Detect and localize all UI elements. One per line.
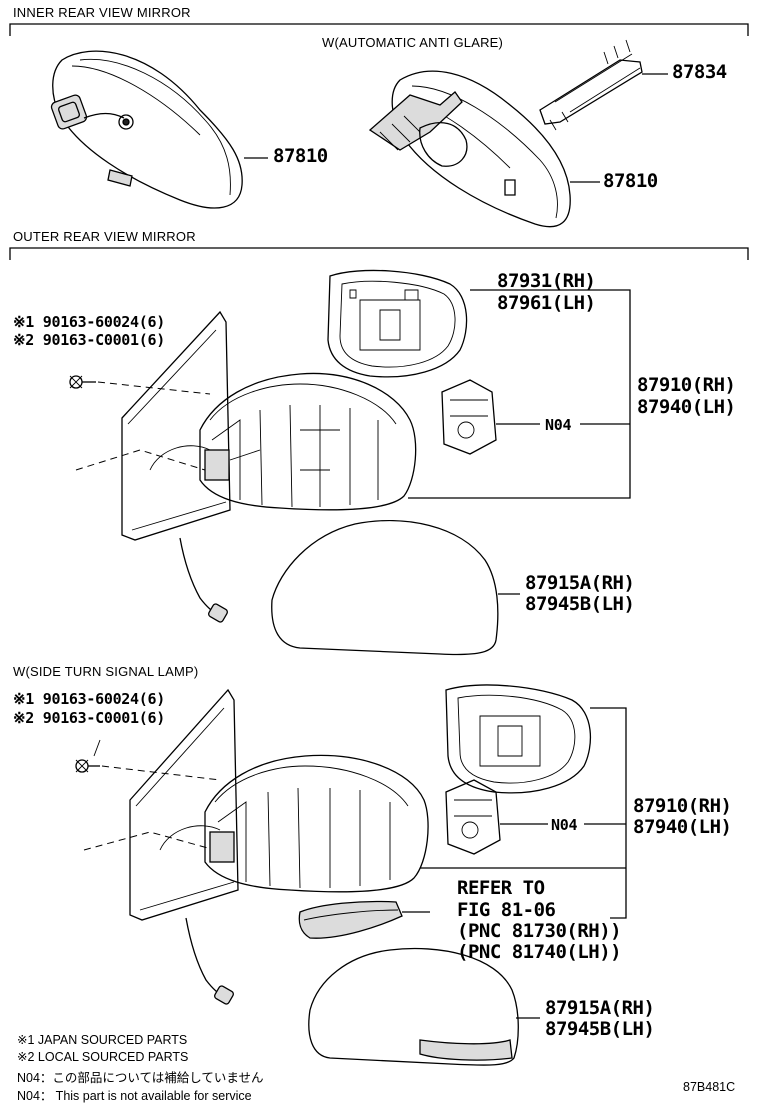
figure-code: 87B481C [683,1080,736,1094]
turn-base-drawing [129,688,239,1005]
footnote-local-sourced: ※2 LOCAL SOURCED PARTS [17,1050,189,1064]
turn-motor-drawing [445,779,501,855]
leader-bolt-2-dash [101,765,221,781]
turn-bolt-2-number: ※2 90163-C0001(6) [13,709,165,727]
turn-part-cover-rh: 87915A(RH) [545,997,655,1019]
part-glass-lh: 87961(LH) [497,292,596,314]
outer-glass-1-drawing [327,269,468,378]
turn-part-cover-lh: 87945B(LH) [545,1018,655,1040]
part-cover-lh: 87945B(LH) [525,593,635,615]
hinge-dash-2 [83,831,216,851]
turn-cover-drawing [308,947,519,1066]
part-assy-rh: 87910(RH) [637,374,736,396]
footnote-n04-english: N04： This part is not available for serv… [17,1089,252,1103]
outer-base-1-drawing [121,310,231,623]
outer-motor-1-drawing [441,379,497,455]
inner-section-frame [9,23,749,36]
bracket-87834-drawing [539,39,643,131]
turn-bolt-1-number: ※1 90163-60024(6) [13,690,165,708]
refer-line-2: FIG 81-06 [457,899,556,921]
turn-housing-drawing [204,754,429,893]
turn-bolt-drawing [75,739,101,773]
part-87834: 87834 [672,61,727,83]
inner-mirror-left-drawing [50,50,243,209]
auto-anti-glare-label: W(AUTOMATIC ANTI GLARE) [322,35,504,50]
outer-cover-1-drawing [271,519,499,656]
footnote-n04-japanese: N04：この部品については補給していません [17,1071,264,1085]
n04-label-2: N04 [551,816,578,834]
refer-line-3: (PNC 81730(RH)) [457,920,622,942]
turn-lamp-drawing [298,900,403,939]
footnote-japan-sourced: ※1 JAPAN SOURCED PARTS [17,1033,188,1047]
side-turn-label: W(SIDE TURN SIGNAL LAMP) [13,664,199,679]
bolt-1-number: ※1 90163-60024(6) [13,313,165,331]
part-assy-lh: 87940(LH) [637,396,736,418]
hinge-dash-1 [75,449,206,471]
turn-part-assy-rh: 87910(RH) [633,795,732,817]
part-87810-right: 87810 [603,170,658,192]
refer-line-4: (PNC 81740(LH)) [457,941,622,963]
part-glass-rh: 87931(RH) [497,270,596,292]
refer-line-1: REFER TO [457,877,545,899]
bracket-assy-1 [408,289,631,499]
bracket-assy-2 [590,707,627,919]
turn-glass-drawing [445,684,592,794]
bolt-2-number: ※2 90163-C0001(6) [13,331,165,349]
outer-section-frame [9,247,749,260]
part-87810-left: 87810 [273,145,328,167]
leader-bolt-1-dash [97,381,211,395]
inner-mirror-right-drawing [368,70,571,228]
n04-label-1: N04 [545,416,572,434]
inner-section-title: INNER REAR VIEW MIRROR [13,5,191,20]
part-cover-rh: 87915A(RH) [525,572,635,594]
outer-bolt-1-drawing [69,375,96,389]
outer-housing-1-drawing [199,372,417,511]
turn-part-assy-lh: 87940(LH) [633,816,732,838]
outer-section-title: OUTER REAR VIEW MIRROR [13,229,196,244]
